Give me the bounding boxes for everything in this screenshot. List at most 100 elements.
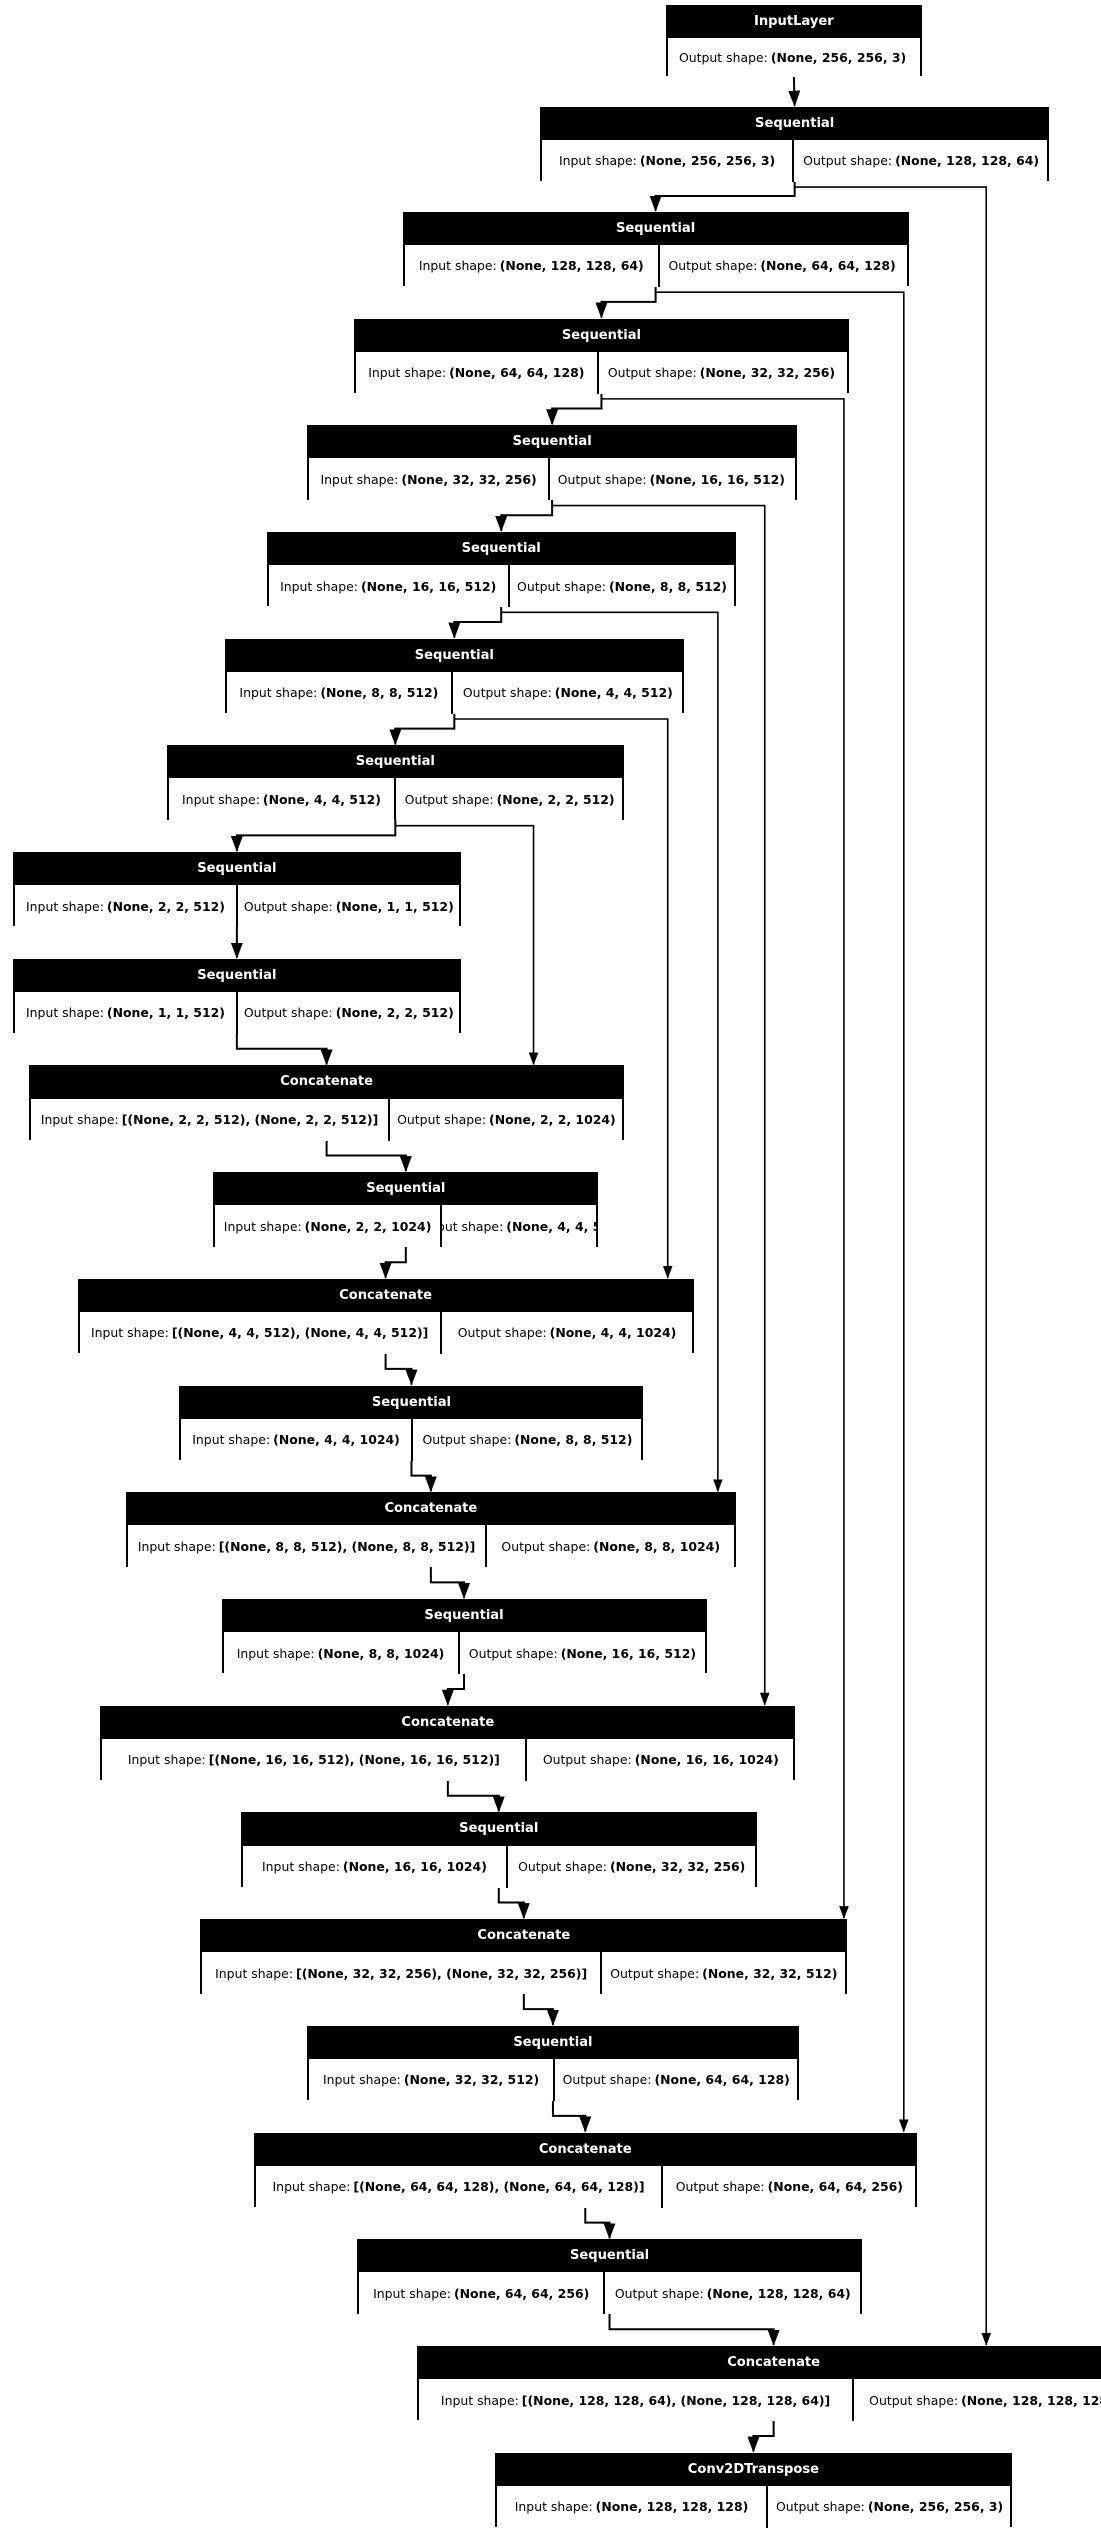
node-shape-row: Input shape:[(None, 8, 8, 512), (None, 8… bbox=[128, 1523, 734, 1568]
node-output-shape: Output shape:(None, 8, 8, 512) bbox=[422, 1432, 633, 1448]
node-output-shape: Output shape:(None, 4, 4, 512) bbox=[462, 685, 673, 701]
node-input-shape: Input shape:[(None, 16, 16, 512), (None,… bbox=[102, 1738, 528, 1781]
node-type-label: Concatenate bbox=[128, 1494, 734, 1524]
node-type-label: Concatenate bbox=[419, 2347, 1101, 2378]
node-input-shape: Input shape:(None, 8, 8, 1024) bbox=[224, 1632, 460, 1675]
edge-sequential bbox=[325, 1139, 412, 1173]
node-input-shape: Input shape:(None, 4, 4, 1024) bbox=[181, 1418, 413, 1461]
node-shape-row: Input shape:(None, 32, 32, 256) Output sh… bbox=[309, 456, 796, 501]
edge-sequential bbox=[410, 1459, 437, 1493]
node-type-label: Concatenate bbox=[31, 1067, 623, 1097]
node-type-label: Sequential bbox=[14, 960, 459, 990]
node-shape-row: Input shape:(None, 64, 64, 128) Output sh… bbox=[356, 349, 847, 394]
node-type-label: Sequential bbox=[356, 320, 847, 350]
node-input-shape: Input shape:(None, 2, 2, 512) bbox=[15, 885, 239, 928]
node-input-shape: Input shape:[(None, 2, 2, 512), (None, 2… bbox=[31, 1098, 391, 1141]
node-input-shape: Input shape:[(None, 32, 32, 256), (None,… bbox=[202, 1952, 602, 1995]
node-type-label: Sequential bbox=[226, 640, 682, 670]
node-shape-row: Input shape:(None, 16, 16, 512)Output sh… bbox=[268, 563, 734, 608]
node-shape-row: Input shape:[(None, 128, 128, 64), (None… bbox=[419, 2377, 1101, 2422]
edge-sequential bbox=[747, 2420, 775, 2453]
node-output-shape: Output shape:(None, 8, 8, 1024) bbox=[501, 1538, 720, 1554]
node-output-shape: Output shape:(None, 32, 32, 256) bbox=[518, 1859, 746, 1875]
node-input-shape: Input shape:(None, 2, 2, 1024) bbox=[215, 1205, 442, 1248]
node-type-label: Sequential bbox=[268, 533, 734, 564]
edge-skip bbox=[600, 392, 849, 1919]
node-type-label: Concatenate bbox=[79, 1280, 692, 1310]
node-input-shape: Input shape:(None, 64, 64, 128) bbox=[356, 351, 599, 394]
node-output-shape: Output shape:(None, 4, 4, 512) bbox=[442, 1218, 597, 1234]
edge-sequential bbox=[595, 286, 657, 319]
node-output-shape: Output shape:(None, 256, 256, 3) bbox=[775, 2499, 1004, 2515]
node-output-shape: Output shape:(None, 16, 16, 512) bbox=[468, 1645, 697, 1661]
node-output-shape: Output shape:(None, 128, 128, 64) bbox=[614, 2285, 851, 2301]
node-input-shape: Input shape:(None, 256, 256, 3) bbox=[542, 139, 795, 182]
node-input-shape: Input shape:(None, 32, 32, 256) bbox=[309, 458, 551, 501]
node-type-label: Sequential bbox=[542, 108, 1048, 138]
edge-sequential bbox=[546, 392, 603, 426]
node-output-shape: Output shape:(None, 64, 64, 128) bbox=[668, 258, 896, 274]
node-type-label: Sequential bbox=[404, 213, 907, 243]
edge-sequential bbox=[584, 2206, 616, 2240]
node-shape-row: Input shape:(None, 8, 8, 1024) Output sha… bbox=[223, 1630, 705, 1675]
node-type-label: Conv2DTranspose bbox=[496, 2454, 1011, 2484]
edge-skip bbox=[500, 606, 723, 1493]
node-output-shape: Output shape:(None, 64, 64, 128) bbox=[562, 2072, 790, 2088]
node-output-shape: Output shape:(None, 128, 128, 64) bbox=[803, 153, 1040, 169]
node-input-shape: Input shape:(None, 8, 8, 512) bbox=[227, 671, 454, 714]
node-input-shape: Input shape:(None, 128, 128, 128) bbox=[497, 2485, 769, 2528]
node-type-label: Sequential bbox=[309, 427, 796, 457]
node-type-label: InputLayer bbox=[668, 6, 920, 36]
edge-sequential bbox=[497, 1886, 530, 1920]
edge-sequential bbox=[389, 713, 456, 746]
edge-sequential bbox=[446, 1780, 505, 1813]
node-type-label: Sequential bbox=[223, 1601, 705, 1631]
node-shape-row: Input shape:(None, 2, 2, 1024)Output sha… bbox=[215, 1203, 597, 1248]
node-type-label: Sequential bbox=[168, 747, 623, 777]
edge-sequential bbox=[522, 1993, 559, 2026]
node-output-shape: Output shape:(None, 8, 8, 512) bbox=[517, 578, 727, 594]
node-input-shape: Input shape:(None, 16, 16, 1024) bbox=[243, 1845, 509, 1888]
node-output-shape: Output shape:(None, 16, 16, 512) bbox=[557, 471, 785, 487]
edge-sequential bbox=[608, 2313, 780, 2346]
node-input-shape: Input shape:[(None, 64, 64, 128), (None,… bbox=[256, 2165, 664, 2208]
node-shape-row: Input shape:(None, 128, 128, 64)Output s… bbox=[404, 242, 907, 287]
node-shape-row: Input shape:(None, 256, 256, 3) Output sh… bbox=[542, 137, 1048, 182]
node-shape-row: Input shape:(None, 2, 2, 512)Output shap… bbox=[14, 883, 459, 928]
node-input-shape: Input shape:[(None, 4, 4, 512), (None, 4… bbox=[80, 1311, 442, 1354]
node-input-shape: Input shape:[(None, 8, 8, 512), (None, 8… bbox=[128, 1525, 488, 1568]
node-output-shape: Output shape:(None, 1, 1, 512) bbox=[243, 898, 454, 914]
node-input-shape: Input shape:(None, 64, 64, 256) bbox=[359, 2272, 606, 2315]
edge-sequential bbox=[448, 606, 503, 639]
node-shape-row: Input shape:(None, 32, 32, 512)Output sh… bbox=[309, 2056, 797, 2101]
node-output-shape: Output shape:(None, 32, 32, 256) bbox=[607, 365, 836, 381]
node-shape-row: Input shape:(None, 1, 1, 512)Output shap… bbox=[14, 989, 459, 1034]
node-output-shape: Output shape:(None, 128, 128, 128) bbox=[869, 2392, 1101, 2408]
node-output-shape: Output shape:(None, 64, 64, 256) bbox=[675, 2179, 903, 2195]
